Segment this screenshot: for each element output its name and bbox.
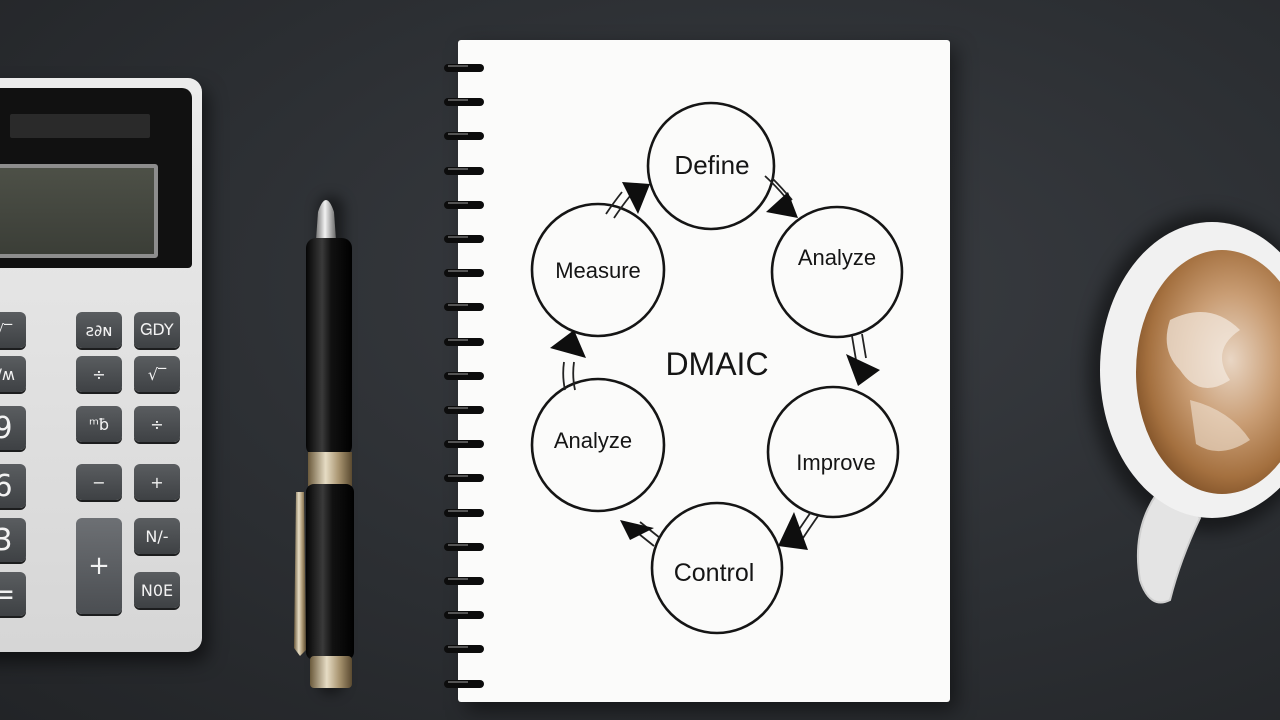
step-circle bbox=[530, 377, 666, 513]
step-circle bbox=[646, 101, 776, 231]
connector-line bbox=[605, 191, 623, 215]
arrowhead bbox=[778, 512, 808, 550]
spiral-ring bbox=[444, 132, 484, 141]
spiral-ring bbox=[444, 577, 484, 585]
calculator-key: N0E bbox=[134, 572, 180, 608]
calculator-key: 6 bbox=[0, 464, 26, 508]
spiral-ring bbox=[444, 200, 484, 209]
spiral-ring bbox=[444, 645, 484, 654]
calculator-key: ᏀDY bbox=[134, 312, 180, 348]
spiral-ring bbox=[444, 337, 484, 346]
connector-line bbox=[861, 333, 867, 359]
spiral-ring bbox=[444, 406, 484, 414]
calculator-key: 3 bbox=[0, 518, 26, 562]
spiral-ring bbox=[444, 440, 484, 449]
spiral-ring bbox=[444, 98, 484, 107]
calculator-key: − bbox=[76, 464, 122, 500]
step-label-control: Control bbox=[674, 559, 755, 587]
calculator-key: + bbox=[134, 464, 180, 500]
arrowhead bbox=[622, 182, 650, 214]
step-label-analyze-top: Analyze bbox=[798, 245, 876, 270]
arrowhead bbox=[620, 520, 654, 540]
diagram-title: DMAIC bbox=[665, 346, 768, 382]
calculator-key: ÷ bbox=[76, 356, 122, 392]
connector-line bbox=[771, 177, 793, 201]
spiral-ring bbox=[444, 64, 484, 72]
spiral-ring bbox=[444, 371, 484, 380]
calculator-key: N/- bbox=[134, 518, 180, 554]
step-circle bbox=[766, 385, 900, 519]
calculator-key: ᵐƀ bbox=[76, 406, 122, 442]
calculator-top-panel bbox=[0, 88, 192, 268]
arrowhead bbox=[550, 330, 586, 358]
spiral-ring bbox=[444, 303, 484, 312]
spiral-ring bbox=[444, 235, 484, 243]
calculator-solar-panel bbox=[10, 114, 150, 138]
calculator-display bbox=[0, 164, 158, 258]
spiral-ring bbox=[444, 166, 484, 175]
step-circle bbox=[650, 501, 784, 635]
calculator-key: + bbox=[76, 518, 122, 614]
step-label-measure: Measure bbox=[555, 258, 641, 283]
connector-line bbox=[851, 335, 857, 361]
connector-line bbox=[802, 515, 819, 539]
spiral-ring bbox=[444, 679, 484, 688]
calculator-key: ƨ∂ɴ bbox=[76, 312, 122, 348]
connector-line bbox=[613, 195, 631, 219]
spiral-ring bbox=[444, 508, 484, 517]
spiral-ring bbox=[444, 611, 484, 620]
spiral-ring bbox=[444, 474, 484, 483]
arrowhead bbox=[766, 192, 798, 218]
spiral-ring bbox=[444, 269, 484, 278]
calculator-key: 9 bbox=[0, 406, 26, 450]
step-label-improve: Improve bbox=[796, 450, 875, 475]
calculator-key: ÷ bbox=[134, 406, 180, 442]
spiral-ring bbox=[444, 542, 484, 551]
calculator-key: √‾ bbox=[0, 312, 26, 348]
arrowhead bbox=[846, 354, 880, 386]
calculator-key: \/ʍ bbox=[0, 356, 26, 392]
calculator-key: = bbox=[0, 572, 26, 616]
calculator-key: √‾ bbox=[134, 356, 180, 392]
step-label-analyze-bottom: Analyze bbox=[554, 428, 632, 453]
connector-line bbox=[562, 361, 566, 391]
step-label-define: Define bbox=[674, 150, 749, 180]
step-circle bbox=[530, 202, 666, 338]
connector-line bbox=[572, 361, 576, 391]
step-circle bbox=[770, 205, 904, 339]
